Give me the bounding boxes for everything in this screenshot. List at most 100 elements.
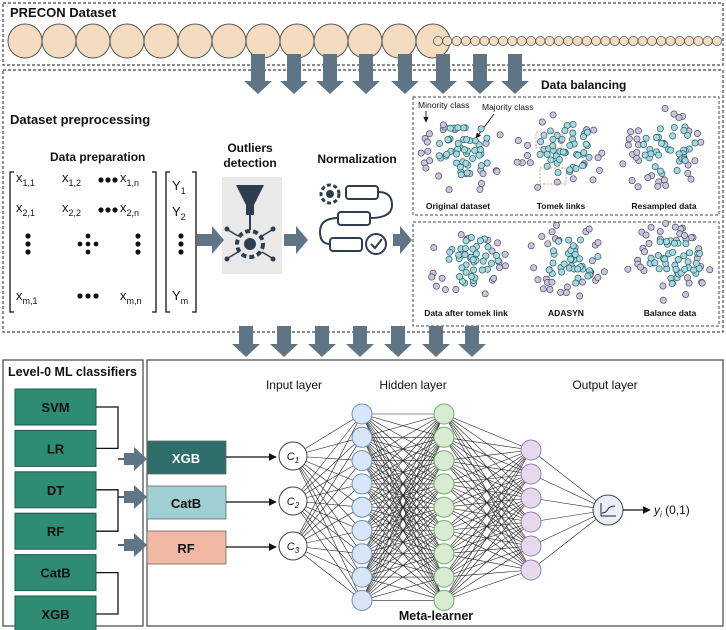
majority-dot: [670, 239, 678, 247]
majority-dot: [540, 131, 548, 139]
hidden-node-1: [351, 589, 373, 611]
majority-dot: [640, 141, 648, 148]
majority-dot: [582, 140, 590, 148]
majority-dot: [454, 124, 462, 132]
hidden-node-2: [433, 520, 455, 541]
down-arrow: [391, 54, 419, 94]
connection: [443, 483, 532, 523]
majority-dot: [668, 280, 676, 288]
balancing-title: Data balancing: [541, 78, 626, 92]
input-node-label: C3: [287, 541, 300, 555]
matrix-cell-1-n: x1,n: [120, 170, 139, 188]
majority-dot: [456, 273, 463, 281]
majority-dot: [661, 255, 669, 263]
connection: [443, 506, 532, 547]
dataset-circles: [7, 23, 723, 59]
matrix-cell-2-2: x2,2: [62, 200, 81, 218]
connection: [443, 473, 532, 601]
minority-dot: [457, 231, 465, 239]
majority-dot: [569, 242, 577, 250]
hidden-node-2: [433, 589, 455, 611]
outliers-detection-icon: [222, 177, 282, 274]
connection: [443, 460, 532, 523]
minority-dot: [633, 148, 641, 156]
majority-dot: [647, 150, 655, 158]
minority-dot: [569, 175, 577, 183]
dataset-small-circle: [656, 36, 667, 47]
majority-dot: [446, 124, 454, 132]
majority-dot: [484, 243, 492, 251]
majority-dot: [478, 266, 486, 274]
minority-dot: [438, 274, 446, 282]
majority-dot: [445, 255, 453, 263]
minority-dot: [662, 219, 670, 227]
balancing-scatter-panels: [417, 105, 714, 304]
majority-dot: [435, 152, 443, 160]
connection: [443, 413, 532, 451]
down-arrow: [501, 54, 529, 94]
dataset-large-circle: [211, 23, 247, 59]
connection: [443, 460, 532, 475]
majority-dot: [654, 251, 662, 259]
connection: [361, 413, 445, 554]
minority-dot: [625, 135, 633, 143]
majority-dot: [651, 259, 659, 267]
dataset-small-circle: [702, 36, 713, 47]
bracket-line: [96, 571, 119, 615]
hidden-node-2: [433, 543, 455, 565]
connection: [292, 545, 363, 601]
arrows-dataset-to-preprocessing: [244, 54, 529, 94]
majority-dot: [475, 151, 483, 159]
majority-dot: [569, 129, 577, 137]
connection: [443, 437, 532, 523]
minority-dot: [538, 232, 546, 240]
minority-dot: [594, 274, 602, 281]
connection: [361, 530, 445, 601]
majority-dot: [579, 162, 587, 170]
majority-dot: [651, 163, 659, 171]
down-arrow: [232, 326, 260, 357]
minority-dot: [488, 247, 496, 255]
majority-dot: [462, 268, 470, 276]
majority-dot: [580, 149, 588, 157]
minority-dot: [675, 114, 683, 122]
connection: [443, 483, 532, 499]
output-node: [520, 511, 542, 533]
majority-dot: [483, 159, 491, 167]
matrix-cell-1-1: x1,1: [16, 170, 35, 188]
majority-dot: [455, 251, 463, 259]
minority-dot: [698, 279, 706, 287]
minority-dot: [452, 286, 460, 293]
minority-dot: [682, 291, 690, 299]
dataset-small-circle: [544, 36, 555, 47]
connection: [292, 413, 363, 502]
outliers-title-line2: detection: [223, 156, 276, 170]
majority-dot: [574, 265, 582, 273]
meta-learner-label: Meta-learner: [399, 609, 473, 623]
minority-dot: [445, 186, 453, 194]
minority-dot: [594, 154, 602, 162]
hidden-node-1: [351, 403, 373, 425]
output-node: [520, 535, 542, 557]
minority-dot: [546, 286, 554, 293]
minority-dot: [641, 248, 649, 256]
minority-dot: [671, 223, 679, 231]
dataset-large-circle: [347, 23, 383, 59]
majority-dot: [567, 255, 575, 263]
majority-dot: [572, 279, 580, 287]
down-arrow: [422, 326, 450, 357]
majority-dot: [467, 234, 475, 242]
panel-label-after-tomek: Data after tomek link: [424, 308, 508, 318]
minority-dot: [501, 250, 509, 258]
minority-dot: [523, 152, 531, 159]
connection: [361, 553, 445, 601]
connection: [443, 521, 532, 601]
y-vector-m: Ym: [172, 288, 188, 306]
dataset-small-circle: [674, 36, 685, 47]
majority-dot: [471, 147, 479, 155]
matrix-cell-2-n: x2,n: [120, 200, 139, 218]
majority-dot: [680, 252, 688, 260]
majority-dot: [436, 139, 443, 147]
minority-dot: [441, 286, 449, 294]
